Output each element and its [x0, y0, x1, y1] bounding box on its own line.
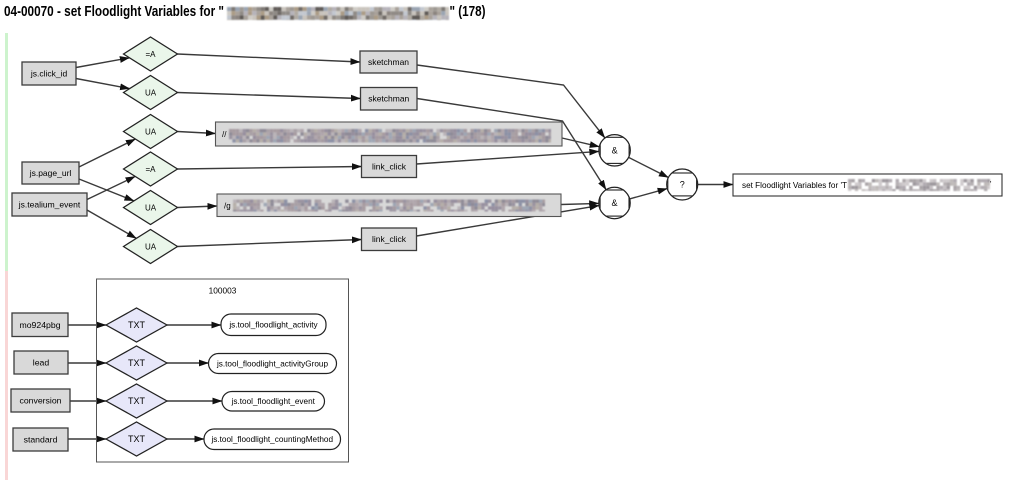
svg-text:100003: 100003 — [209, 286, 237, 296]
svg-text:/g: /g — [224, 202, 231, 211]
svg-text:?: ? — [680, 180, 685, 190]
svg-text:UA: UA — [145, 88, 157, 97]
svg-text:&: & — [611, 198, 617, 208]
svg-text:set Floodlight Variables for ': set Floodlight Variables for 'T — [742, 181, 847, 190]
svg-text:standard: standard — [24, 435, 58, 445]
svg-text:js.tealium_event: js.tealium_event — [18, 199, 81, 209]
svg-text:mo924pbg: mo924pbg — [19, 320, 60, 330]
svg-text:04-00070 - set Floodlight Vari: 04-00070 - set Floodlight Variables for … — [4, 3, 224, 20]
svg-text:link_click: link_click — [372, 161, 407, 171]
svg-text:=A: =A — [145, 50, 156, 59]
svg-text:js.tool_floodlight_event: js.tool_floodlight_event — [231, 397, 316, 406]
svg-text:lead: lead — [33, 358, 50, 368]
svg-text:TXT: TXT — [128, 358, 146, 368]
svg-text:js.tool_floodlight_activityGro: js.tool_floodlight_activityGroup — [216, 359, 328, 368]
svg-text:TXT: TXT — [128, 434, 146, 444]
svg-text:': ' — [990, 179, 992, 188]
svg-text:sketchman: sketchman — [368, 57, 409, 67]
svg-text:js.tool_floodlight_countingMet: js.tool_floodlight_countingMethod — [210, 435, 333, 444]
svg-text:UA: UA — [145, 203, 157, 212]
svg-text:js.page_url: js.page_url — [29, 168, 72, 178]
svg-text:TXT: TXT — [128, 396, 146, 406]
svg-text:link_click: link_click — [372, 234, 407, 244]
svg-text:UA: UA — [145, 127, 157, 136]
svg-text:js.click_id: js.click_id — [30, 68, 68, 78]
svg-text:=A: =A — [145, 165, 156, 174]
svg-text:UA: UA — [145, 242, 157, 251]
svg-text:" (178): " (178) — [450, 3, 486, 20]
svg-text:conversion: conversion — [19, 396, 61, 406]
svg-text:TXT: TXT — [128, 320, 146, 330]
svg-text:js.tool_floodlight_activity: js.tool_floodlight_activity — [228, 321, 318, 330]
svg-text:&: & — [612, 146, 618, 156]
svg-text://: // — [222, 130, 227, 139]
svg-text:sketchman: sketchman — [368, 94, 409, 104]
